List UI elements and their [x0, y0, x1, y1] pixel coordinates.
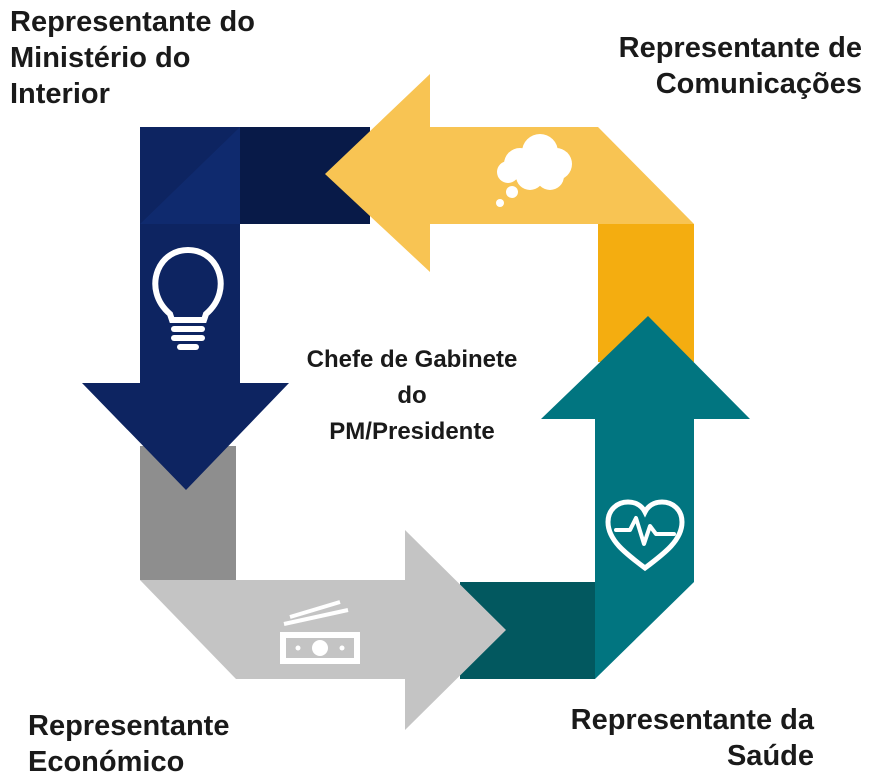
economic-representative-label: Representante Económico: [28, 708, 229, 780]
center-title-line: Chefe de Gabinete: [306, 346, 518, 373]
bottom-left-corner-segment: [140, 446, 236, 580]
label-line: Representante: [28, 710, 230, 742]
lightbulb-icon: [152, 246, 224, 350]
label-line: Económico: [28, 746, 185, 778]
comms-arrow: [325, 74, 694, 272]
label-line: Saúde: [726, 740, 814, 772]
interior-arrow: [82, 127, 289, 490]
saude-arrow: [541, 316, 750, 679]
label-line: Comunicações: [655, 68, 862, 100]
thought-cloud-icon: [496, 134, 572, 207]
health-representative-label: Representante da Saúde: [571, 702, 814, 774]
center-title: Chefe de Gabinete do PM/Presidente: [262, 342, 562, 450]
label-line: Representante do: [10, 6, 255, 38]
center-title-line: do: [397, 382, 427, 409]
econ-arrow: [140, 530, 506, 730]
communications-representative-label: Representante de Comunicações: [619, 30, 862, 102]
center-title-line: PM/Presidente: [329, 418, 495, 445]
label-line: Representante da: [570, 704, 814, 736]
label-line: Ministério do: [10, 42, 191, 74]
label-line: Representante de: [618, 32, 862, 64]
label-line: Interior: [10, 78, 110, 110]
heart-pulse-icon: [605, 499, 685, 572]
banknotes-icon: [280, 600, 360, 664]
top-left-corner-segment: [240, 127, 370, 224]
top-right-corner-segment: [598, 224, 694, 362]
bottom-right-corner-segment: [460, 582, 595, 679]
interior-representative-label: Representante do Ministério do Interior: [10, 4, 255, 112]
